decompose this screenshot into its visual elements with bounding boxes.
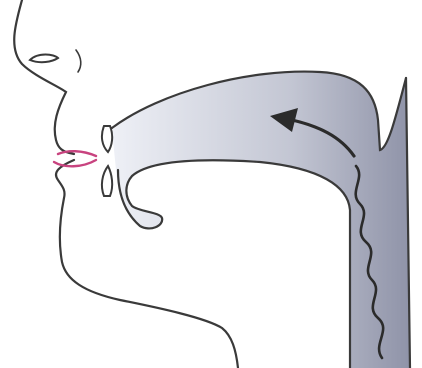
lip-closure-highlight — [58, 151, 96, 156]
nostril-icon — [30, 55, 58, 63]
upper-teeth — [102, 126, 112, 152]
lip-closure-highlight-lower — [54, 160, 96, 166]
nose-crease — [76, 50, 81, 72]
face-profile-lower — [56, 160, 238, 368]
face-profile-upper — [14, 0, 74, 154]
lower-teeth — [102, 166, 112, 196]
vocal-tract-shading — [112, 72, 410, 368]
tongue-outline — [118, 160, 350, 368]
